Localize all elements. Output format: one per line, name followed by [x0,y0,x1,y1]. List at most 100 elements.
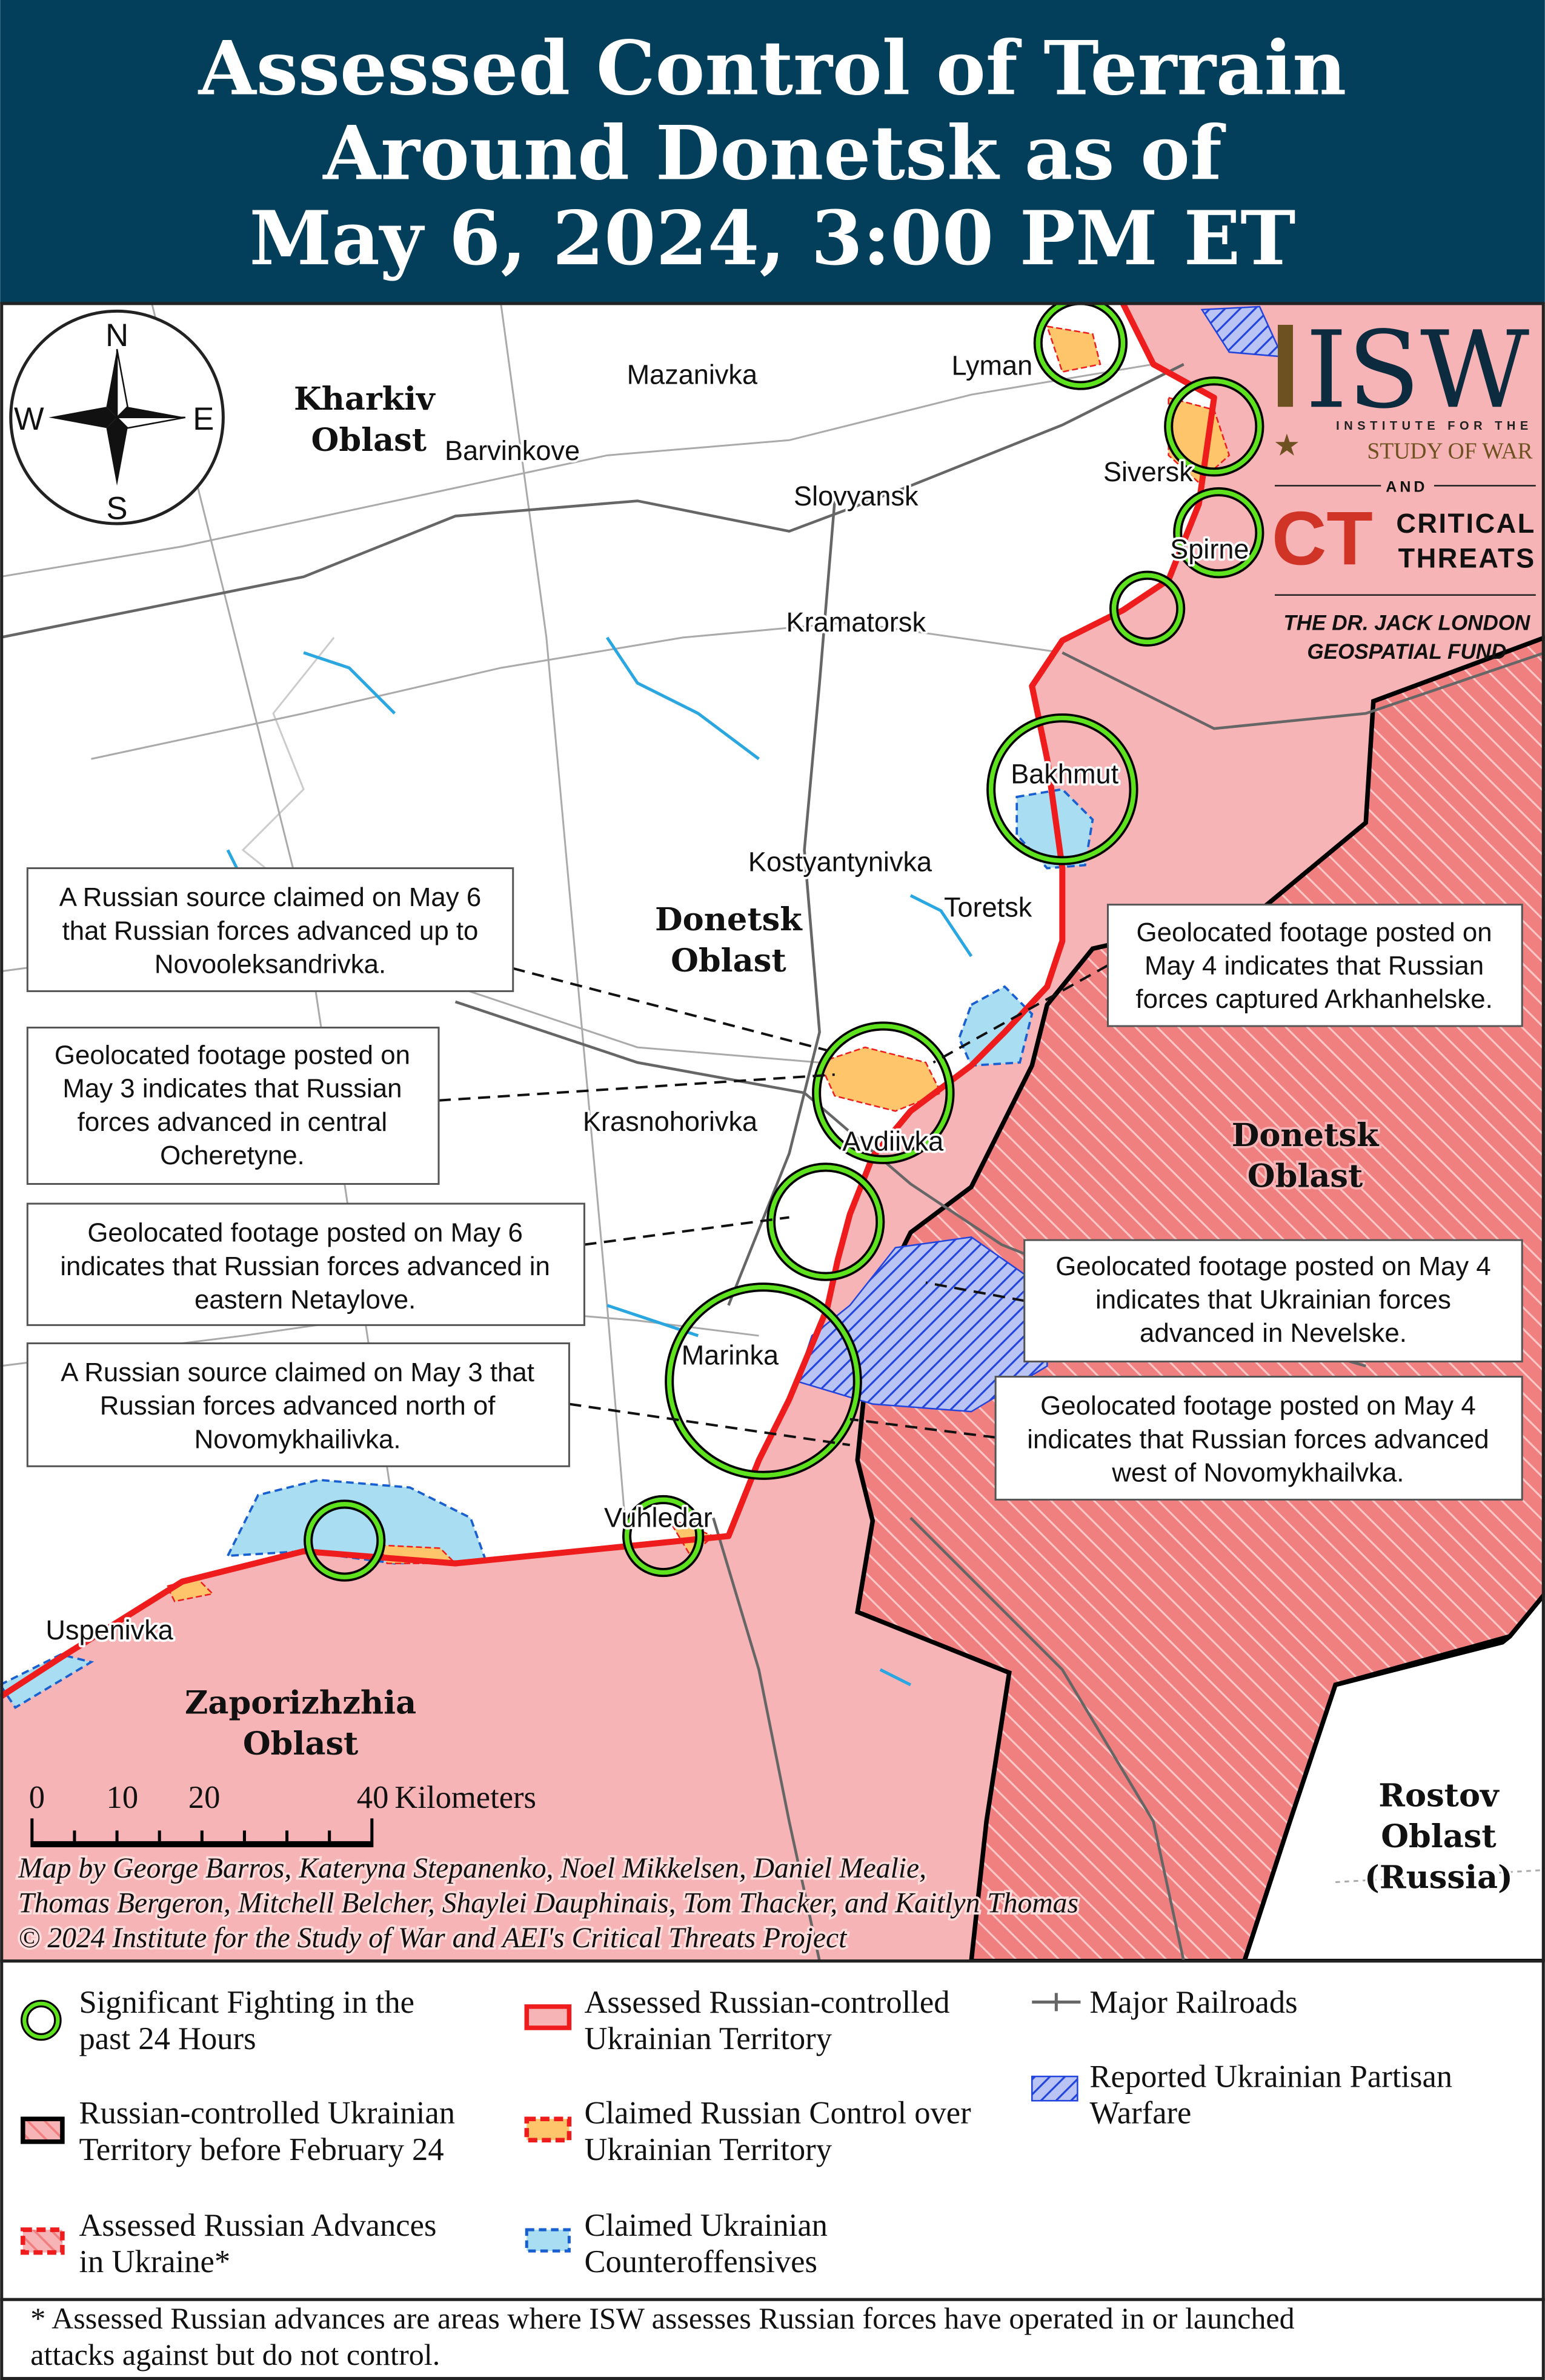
callout-line: Novomykhailivka. [194,1424,401,1454]
footnote-line-2: attacks against but do not control. [30,2338,440,2372]
title-line-1: Assessed Control of Terrain [198,24,1347,112]
fund-line2: GEOSPATIAL FUND [1307,640,1506,664]
significant-fighting-circles [304,303,1264,1582]
fighting-circle-ocheretyne [812,1021,955,1164]
legend-pre-feb24: Russian-controlled Ukrainian Territory b… [21,2096,455,2167]
fighting-circle-bakhmut [986,713,1138,865]
legend-label: Russian-controlled Ukrainian [79,2096,455,2131]
compass-w: W [14,401,44,437]
callout-line: that Russian forces advanced up to [62,916,479,945]
place-uspenivka: Uspenivka [45,1615,173,1645]
legend-label: Major Railroads [1089,1985,1297,2020]
fighting-circle-east-spirne [1109,570,1186,647]
fighting-circle-west [304,1499,386,1582]
rostov-oblast-area [1241,1590,1545,1961]
legend-label: past 24 Hours [79,2021,256,2056]
map-area[interactable]: Mazanivka Lyman Barvinkove Slovyansk Siv… [0,301,1545,1961]
place-kostyantynivka: Kostyantynivka [748,847,932,878]
place-marinka: Marinka [682,1340,779,1371]
logo-and: AND [1386,478,1427,495]
oblast-donetsk-west-line2: Oblast [671,942,786,979]
callout-netaylove: Geolocated footage posted on May 6 indic… [26,1202,585,1326]
callout-line: Novooleksandrivka. [154,949,386,979]
place-barvinkove: Barvinkove [445,435,580,466]
callout-line: Russian forces advanced north of [100,1391,496,1421]
isw-logo-line1: INSTITUTE FOR THE [1336,419,1533,433]
callout-arkhanhelske: Geolocated footage posted on May 4 indic… [1106,904,1523,1027]
isw-logo-line2: STUDY OF WAR [1367,439,1532,464]
oblast-zaporizhzhia-line2: Oblast [243,1725,359,1762]
callout-line: forces captured Arkhanhelske. [1135,984,1492,1014]
railroad-icon [1032,1993,1081,2012]
callout-line: Ocheretyne. [160,1141,305,1170]
oblast-donetsk-east-line1: Donetsk [1232,1117,1380,1154]
fighting-circle-spirne [1173,487,1264,579]
fighting-circle-vuhledar [622,1495,705,1578]
callout-line: Geolocated footage posted on May 4 [1055,1252,1491,1281]
fighting-circle-marinka [665,1282,862,1480]
place-vuhledar: Vuhledar [604,1502,713,1533]
legend-label: Assessed Russian Advances [79,2208,436,2243]
callout-novomykhailvka-west: Geolocated footage posted on May 4 indic… [994,1376,1523,1501]
isw-logo-text: ISW [1306,308,1530,432]
credit-line-3: © 2024 Institute for the Study of War an… [18,1922,848,1954]
legend-counteroffensive: Claimed Ukrainian Counteroffensives [525,2208,828,2279]
compass-rose: N E S W [9,309,225,527]
place-bakhmut: Bakhmut [1011,758,1118,789]
callout-novomykhailivka-north: A Russian source claimed on May 3 that R… [26,1342,570,1467]
callout-line: A Russian source claimed on May 3 that [61,1358,534,1387]
header: Assessed Control of Terrain Around Donet… [0,0,1545,304]
callout-line: advanced in Nevelske. [1140,1318,1407,1348]
callout-line: west of Novomykhailvka. [1111,1458,1404,1487]
orange-swatch-icon [524,2116,572,2143]
legend-claimed-russian: Claimed Russian Control over Ukrainian T… [524,2096,971,2167]
place-siversk: Siversk [1103,456,1193,487]
legend-label: Reported Ukrainian Partisan [1089,2059,1452,2095]
map-credits: Map by George Barros, Kateryna Stepanenk… [16,1850,1081,1956]
dashed-red-swatch-icon [21,2227,65,2255]
red-swatch-icon [524,2004,572,2030]
callout-line: Geolocated footage posted on May 6 [87,1218,523,1248]
compass-e: E [193,401,214,437]
scale-unit: Kilometers [394,1780,536,1815]
legend-label: Ukrainian Territory [584,2021,832,2056]
place-labels: Mazanivka Lyman Barvinkove Slovyansk Siv… [44,348,1252,1648]
callout-leaders [438,964,1109,1447]
title-line-2: Around Donetsk as of [322,110,1226,197]
scale-label-0: 0 [29,1780,45,1815]
credit-line-2: Thomas Bergeron, Mitchell Belcher, Shayl… [18,1888,1078,1919]
callout-nevelske: Geolocated footage posted on May 4 indic… [1023,1239,1523,1363]
fighting-circle-icon [22,2001,60,2039]
callout-line: indicates that Ukrainian forces [1095,1285,1451,1315]
callout-line: Geolocated footage posted on [55,1041,410,1070]
footnote-line-1: * Assessed Russian advances are areas wh… [30,2301,1294,2335]
legend-label: Ukrainian Territory [584,2132,832,2167]
legend-label: Assessed Russian-controlled [584,1985,949,2020]
legend: Significant Fighting in the past 24 Hour… [0,1959,1545,2301]
fund-line1: THE DR. JACK LONDON [1283,611,1530,635]
front-line [0,303,1217,1700]
callout-ocheretyne: Geolocated footage posted on May 3 indic… [26,1027,440,1185]
title-line-3: May 6, 2024, 3:00 PM ET [250,195,1296,282]
callout-line: Geolocated footage posted on May 4 [1040,1391,1476,1421]
blue-swatch-icon [525,2228,571,2253]
oblast-kharkiv-line1: Kharkiv [294,381,436,418]
place-avdiivka: Avdiivka [842,1125,944,1156]
legend-fighting: Significant Fighting in the past 24 Hour… [21,1985,414,2056]
scale-label-40: 40 [357,1780,389,1815]
footnote: * Assessed Russian advances are areas wh… [0,2298,1545,2380]
partisan-swatch-icon [1031,2075,1078,2102]
legend-label: Significant Fighting in the [79,1985,414,2020]
place-mazanivka: Mazanivka [627,359,758,390]
legend-label: Claimed Ukrainian [584,2208,828,2243]
callout-line: forces advanced in central [78,1107,387,1137]
isw-ct-logo: ISW ★ INSTITUTE FOR THE STUDY OF WAR AND… [1272,308,1536,664]
callout-line: eastern Netaylove. [194,1285,416,1315]
callout-line: May 4 indicates that Russian [1145,951,1484,981]
callout-line: May 3 indicates that Russian [62,1074,402,1104]
callout-line: Geolocated footage posted on [1137,918,1492,947]
place-kramatorsk: Kramatorsk [786,607,926,638]
legend-label: Claimed Russian Control over [584,2096,971,2131]
fighting-circle-siversk [1164,376,1264,477]
